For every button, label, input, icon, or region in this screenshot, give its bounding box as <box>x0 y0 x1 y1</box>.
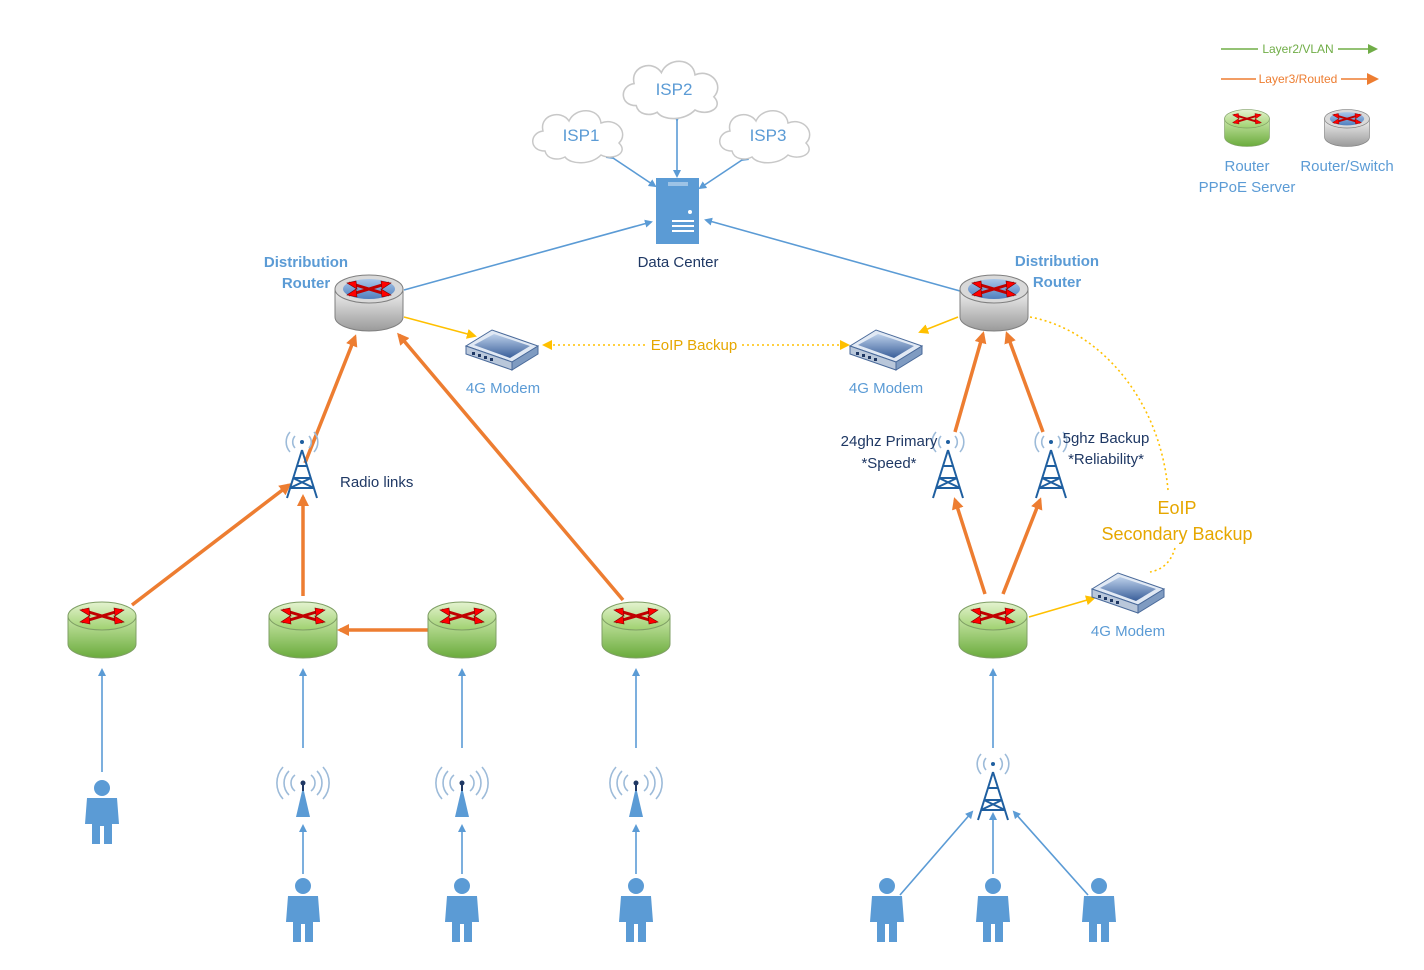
isp1-label: ISP1 <box>563 126 600 145</box>
user-7-icon <box>1082 878 1116 942</box>
link-dc-right-router <box>704 217 961 292</box>
legend-router-pppoe-label-2: PPPoE Server <box>1199 179 1296 196</box>
radio-tower-client-icon <box>976 753 1010 821</box>
link-user7-to-tower-c <box>1012 810 1089 896</box>
antenna-2-icon <box>275 766 331 818</box>
data-center-label: Data Center <box>638 254 719 271</box>
link-eoip-secondary-bottom <box>1149 547 1176 573</box>
link-eoip-secondary-top <box>1029 316 1169 491</box>
link-r1-to-radio <box>130 483 292 607</box>
tower-backup-label-1: 5ghz Backup <box>1063 430 1150 447</box>
eoip-secondary-label-1: EoIP <box>1157 498 1196 518</box>
link-user5-to-tower-c <box>899 810 974 896</box>
eoip-backup-label: EoIP Backup <box>651 337 737 354</box>
radio-links-label: Radio links <box>340 474 413 491</box>
user-4-icon <box>619 878 653 942</box>
link-radio-to-left-router <box>303 334 358 464</box>
modem-bottom-icon <box>1091 572 1165 614</box>
distribution-router-left-icon <box>333 273 405 333</box>
pppoe-router-5-icon <box>957 600 1029 660</box>
pppoe-router-3-icon <box>426 600 498 660</box>
eoip-secondary-label-2: Secondary Backup <box>1101 524 1252 544</box>
pppoe-router-1-icon <box>66 600 138 660</box>
link-right-router-modem <box>918 316 959 334</box>
user-2-icon <box>286 878 320 942</box>
link-r5-to-modem <box>1028 595 1096 618</box>
distribution-router-right-icon <box>958 273 1030 333</box>
link-isp1-dc <box>605 151 657 188</box>
user-3-icon <box>445 878 479 942</box>
tower-primary-label-2: *Speed* <box>861 455 916 472</box>
modem-right-label: 4G Modem <box>849 380 923 397</box>
data-center-server-icon <box>656 178 699 244</box>
link-left-router-modem <box>403 316 477 339</box>
legend-layer3-label: Layer3/Routed <box>1259 72 1338 86</box>
link-tower-a-to-right-router <box>953 331 987 433</box>
antenna-4-icon <box>608 766 664 818</box>
modem-bottom-label: 4G Modem <box>1091 623 1165 640</box>
link-r4-to-left-router <box>397 332 625 602</box>
link-isp3-dc <box>698 153 750 190</box>
user-5-icon <box>870 878 904 942</box>
distribution-router-right-label-1: Distribution <box>1015 253 1099 270</box>
isp3-label: ISP3 <box>750 126 787 145</box>
distribution-router-right-label-2: Router <box>1033 274 1081 291</box>
legend-router-switch-icon <box>1323 108 1371 148</box>
modem-right-icon <box>849 329 923 371</box>
user-6-icon <box>976 878 1010 942</box>
legend-router-switch-label: Router/Switch <box>1300 158 1393 175</box>
link-dc-left-router <box>403 219 653 291</box>
distribution-router-left-label-1: Distribution <box>264 254 348 271</box>
legend-layer2-label: Layer2/VLAN <box>1262 42 1333 56</box>
link-r5-to-tower-a <box>952 497 987 595</box>
tower-backup-label-2: *Reliability* <box>1068 451 1144 468</box>
pppoe-router-4-icon <box>600 600 672 660</box>
modem-left-icon <box>465 329 539 371</box>
legend-router-pppoe-label-1: Router <box>1224 158 1269 175</box>
link-tower-b-to-right-router <box>1004 331 1045 433</box>
legend-router-pppoe-icon <box>1223 108 1271 148</box>
user-1-icon <box>85 780 119 844</box>
pppoe-router-2-icon <box>267 600 339 660</box>
tower-primary-label-1: 24ghz Primary <box>841 433 938 450</box>
distribution-router-left-label-2: Router <box>282 275 330 292</box>
link-r5-to-tower-b <box>1001 497 1043 595</box>
antenna-3-icon <box>434 766 490 818</box>
isp2-label: ISP2 <box>656 80 693 99</box>
modem-left-label: 4G Modem <box>466 380 540 397</box>
